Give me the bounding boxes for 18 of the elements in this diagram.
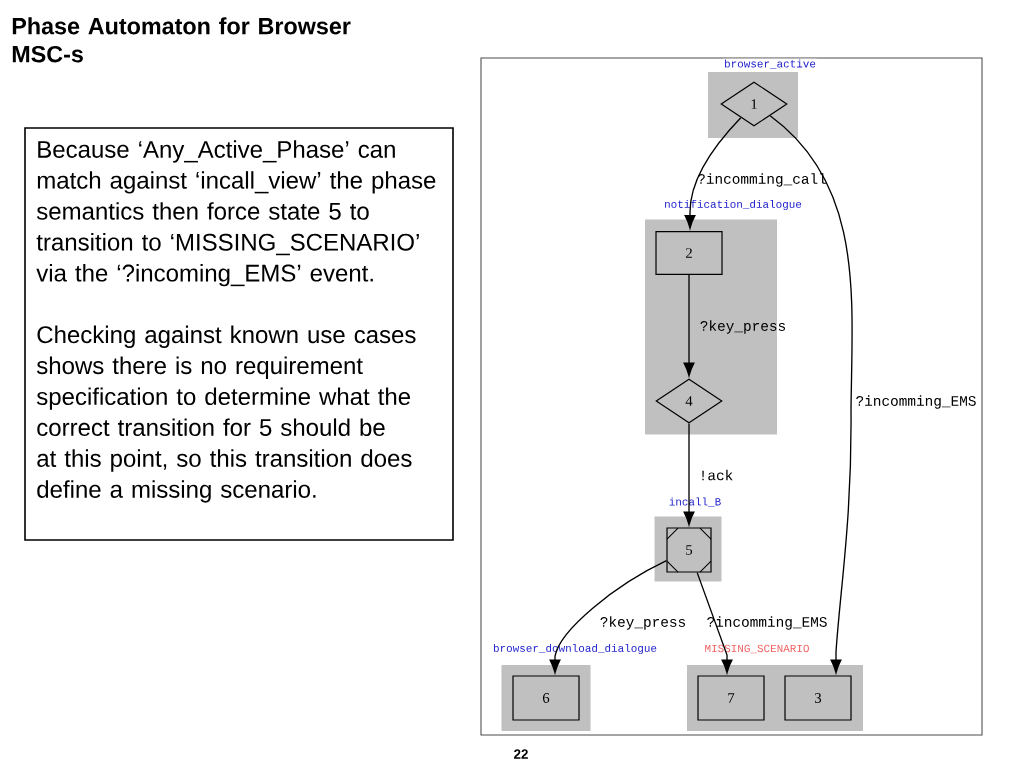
state-box: 2 — [655, 230, 723, 276]
arrow — [696, 571, 733, 674]
arrow — [683, 422, 695, 526]
cluster-name: browser_active — [723, 58, 817, 70]
edge-label: ?incomming_call — [697, 173, 826, 187]
state-box: 7 — [697, 675, 765, 721]
edge-label: ?key_press — [600, 616, 686, 630]
state-box: 6 — [512, 675, 580, 721]
edge-label: !ack — [702, 469, 733, 481]
arrow — [683, 274, 695, 377]
state-box: 3 — [784, 675, 852, 721]
arrow — [684, 117, 742, 229]
edge-label: ?incomming_EMS — [856, 395, 976, 409]
edge-label: ?key_press — [700, 320, 786, 334]
arrow — [769, 115, 853, 674]
page-number: 22 — [514, 749, 528, 759]
title: Phase Automaton for Browser MSC-s — [12, 17, 351, 63]
text-box: Because ‘Any_Active_Phase’ can match against ‘incall_view’ the phase semantics then force state 5 to transition to ‘MISSING_SCENARIO’ via the ‘?incoming_EMS’ event. Checking against known use cases shows there is no requirement specification to determine what the correct transition for 5 should be at this point, so this transition does define a missing scenario. — [24, 127, 454, 541]
